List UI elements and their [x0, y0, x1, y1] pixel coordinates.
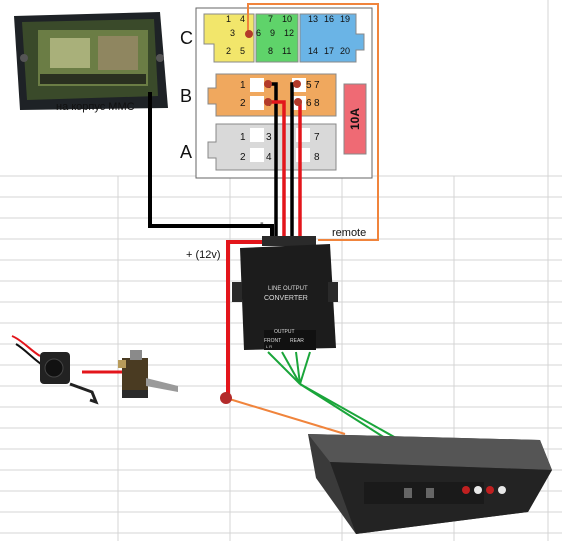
junction-dot	[220, 392, 232, 404]
cigarette-plug-icon	[11, 335, 99, 405]
converter-output: OUTPUT	[274, 329, 295, 335]
minus-label: -	[260, 217, 264, 229]
toggle-switch-icon	[118, 350, 178, 398]
pin-o7: 7	[314, 80, 320, 91]
pin-g9: 9	[270, 28, 275, 38]
pin-b20: 20	[340, 46, 350, 56]
pin-b16: 16	[324, 14, 334, 24]
pin-g12: 12	[284, 28, 294, 38]
yellow-block	[203, 13, 255, 63]
converter-title2: CONVERTER	[264, 295, 308, 302]
ground-wire	[148, 92, 274, 240]
row-label-c: C	[180, 28, 193, 48]
blue-block	[299, 13, 365, 63]
pin-b13: 13	[308, 14, 318, 24]
converter-rear: REAR	[290, 338, 304, 344]
pin-g7: 7	[268, 14, 273, 24]
pin-o6: 6	[306, 98, 312, 109]
pin-dot-b3	[264, 80, 272, 88]
pin-g11: 11	[282, 46, 291, 56]
line-converter-icon	[232, 236, 338, 350]
iso-connector: C B A 10A	[180, 7, 373, 179]
remote-wire	[247, 3, 379, 241]
pin-g10: 10	[282, 14, 292, 24]
pin-y2: 2	[226, 46, 231, 56]
pin-a1: 1	[240, 132, 246, 143]
gray-block	[207, 123, 337, 171]
row-label-b: B	[180, 86, 192, 106]
pin-o1: 1	[240, 80, 246, 91]
pin-a7: 7	[314, 132, 320, 143]
pin-o8: 8	[314, 98, 320, 109]
pin-a3: 3	[266, 132, 272, 143]
pin-dot-b5	[293, 80, 301, 88]
amp-power-wire	[225, 397, 346, 435]
pin-y3: 3	[230, 28, 235, 38]
amplifier-icon	[308, 434, 552, 534]
pin-y1: 1	[226, 14, 231, 24]
pin-g8: 8	[268, 46, 273, 56]
plus12v-label: + (12v)	[186, 249, 221, 261]
speaker-wire-b6	[298, 100, 302, 240]
pin-a4: 4	[266, 152, 272, 163]
pin-b14: 14	[308, 46, 318, 56]
fuse-label: 10A	[348, 108, 362, 130]
fuse-10a	[343, 83, 367, 155]
pin-y6: 6	[256, 28, 261, 38]
mmc-caption: на корпус ММС	[56, 101, 135, 113]
pin-y5: 5	[240, 46, 245, 56]
remote-label: remote	[332, 227, 366, 239]
pin-dot-b6	[294, 98, 302, 106]
power-wire	[226, 240, 262, 398]
converter-front: FRONT	[264, 338, 281, 344]
speaker-wire-b4	[268, 100, 286, 240]
pin-dot-c6	[245, 30, 253, 38]
pin-dot-b4	[264, 98, 272, 106]
pin-o5: 5	[306, 80, 312, 91]
converter-lr: L R	[266, 344, 272, 349]
pin-y4: 4	[240, 14, 245, 24]
pin-a2: 2	[240, 152, 246, 163]
pin-o2: 2	[240, 98, 246, 109]
converter-title1: LINE OUTPUT	[268, 286, 308, 292]
pin-b19: 19	[340, 14, 350, 24]
green-block	[255, 13, 299, 63]
row-label-a: A	[180, 142, 192, 162]
pin-b17: 17	[324, 46, 334, 56]
head-unit-icon	[14, 12, 168, 110]
pin-a8: 8	[314, 152, 320, 163]
